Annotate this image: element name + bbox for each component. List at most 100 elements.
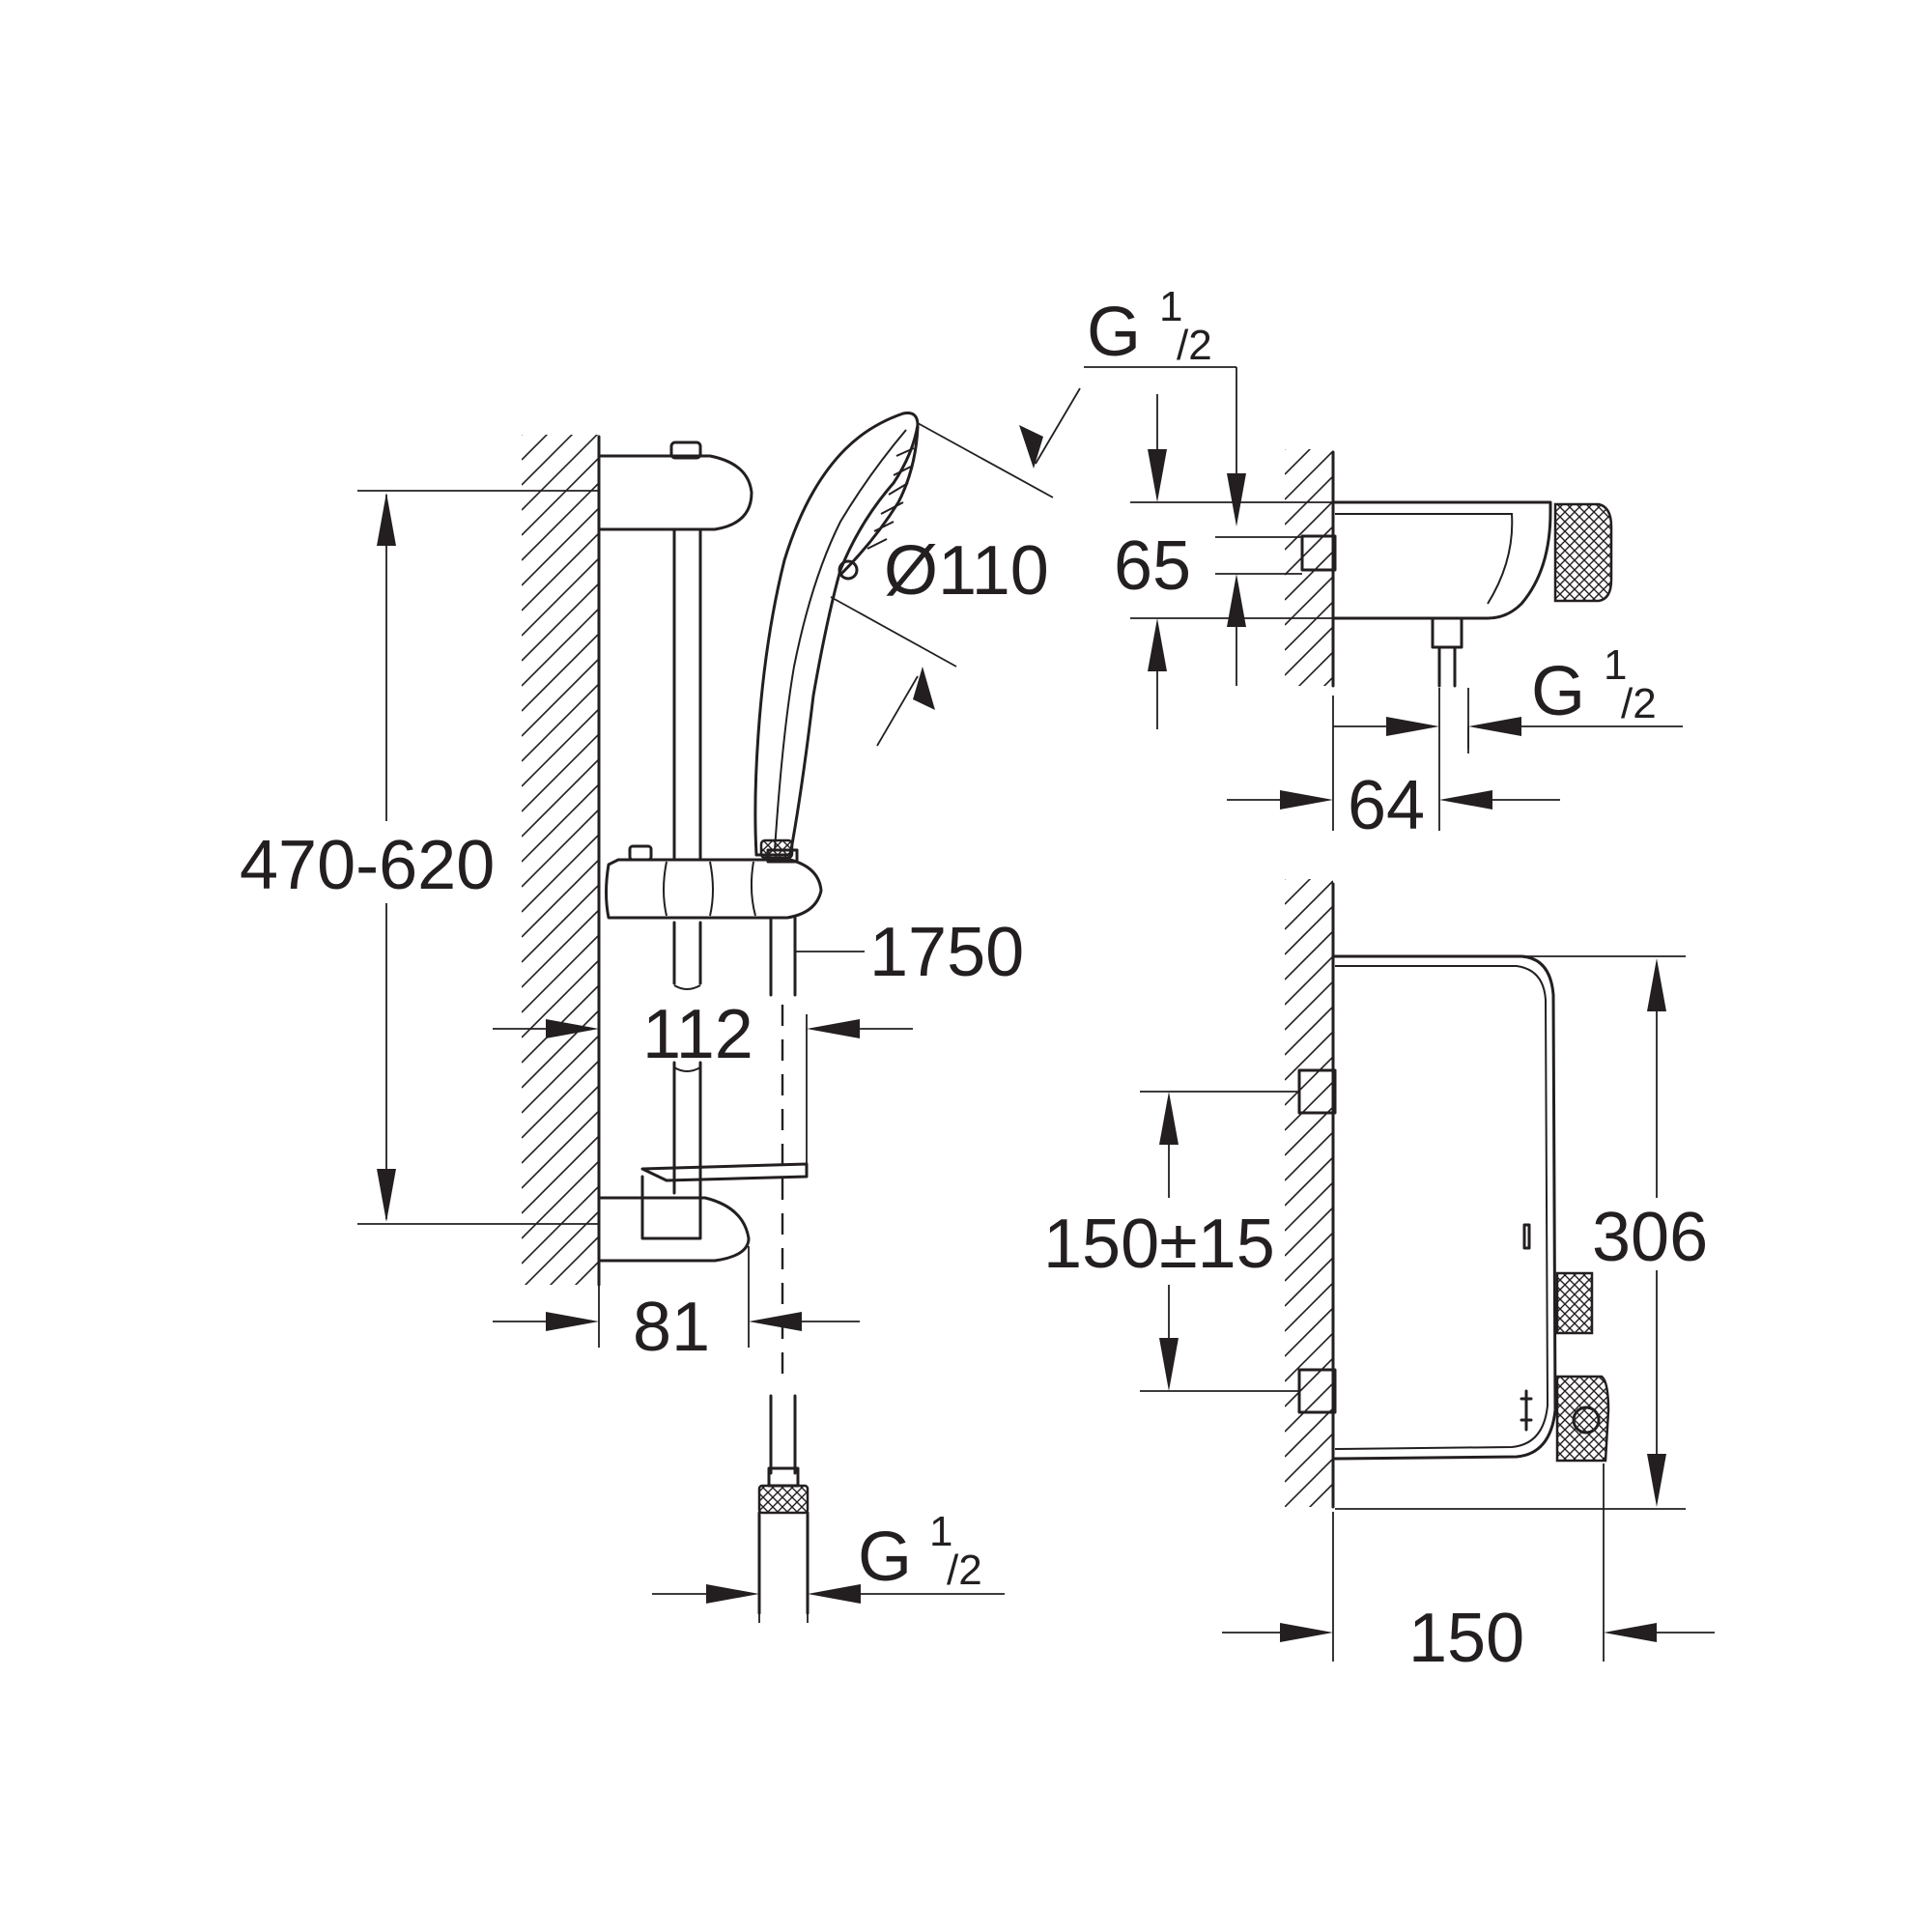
svg-text:/2: /2 — [1621, 680, 1657, 727]
hose-nut-knurl — [757, 1484, 810, 1515]
temperature-knob-hub — [1572, 1406, 1601, 1435]
thermostat-side-body — [1333, 500, 1552, 620]
safety-button — [1520, 1389, 1533, 1432]
hatch-line — [1285, 1006, 1333, 1056]
hatch-line — [522, 859, 599, 938]
hatch-line — [1285, 1407, 1333, 1458]
svg-text:1: 1 — [1159, 283, 1182, 330]
hatch-line — [1285, 880, 1333, 930]
label-thread-outlet: G 1 /2 — [1531, 641, 1657, 730]
hatch-line — [522, 733, 599, 812]
thermostat-side-knob — [1553, 502, 1613, 603]
hatch-line — [522, 457, 599, 536]
hatch-line — [522, 557, 599, 637]
hatch-line — [1285, 980, 1333, 1031]
hatch-line — [522, 532, 599, 611]
label-hose-length: 1750 — [869, 914, 1024, 991]
wall-hatching-left — [522, 435, 599, 1285]
hatch-line — [1285, 1282, 1333, 1332]
hatch-line — [574, 1261, 599, 1285]
hatch-line — [1285, 1332, 1333, 1382]
hatch-line — [522, 758, 599, 838]
inlet-lower — [1297, 1368, 1337, 1414]
hatch-line — [1285, 449, 1312, 475]
hatch-line — [1285, 1131, 1333, 1181]
hatch-line — [1285, 500, 1333, 551]
thermostat-front-body — [1333, 954, 1557, 1461]
hatch-line — [522, 435, 574, 486]
label-holder-projection: 112 — [642, 996, 753, 1073]
hatch-line — [1285, 1207, 1333, 1257]
svg-text:/2: /2 — [947, 1547, 982, 1594]
hatch-line — [522, 1185, 599, 1264]
hatch-line — [1285, 601, 1333, 651]
svg-text:/2: /2 — [1177, 322, 1212, 369]
thermostat-front-indicator — [1522, 1223, 1531, 1250]
hatch-line — [522, 435, 524, 436]
flow-knob — [1555, 1271, 1594, 1335]
hatch-line — [1285, 1232, 1333, 1282]
hatch-line — [522, 909, 599, 988]
lower-bracket-holder — [640, 1175, 702, 1240]
rail-bottom-bracket — [599, 1196, 751, 1263]
slider-ribs — [663, 861, 756, 917]
wall-hatching-top-right — [1285, 449, 1333, 686]
hatch-line — [1285, 1257, 1333, 1307]
top-bracket-screw — [669, 440, 702, 460]
hand-shower-grip-knurl — [759, 838, 794, 860]
hatch-line — [522, 884, 599, 963]
thermostat-front-contour — [1334, 965, 1549, 1450]
hatch-line — [1285, 1181, 1333, 1232]
hatch-line — [1285, 1056, 1333, 1106]
hatch-line — [522, 1135, 599, 1214]
hatch-line — [522, 658, 599, 737]
label-thread-inlet: G 1 /2 — [1087, 283, 1212, 371]
thermostat-outlet — [1431, 616, 1463, 688]
rail-rod-lower — [672, 1061, 702, 1195]
hatch-line — [1285, 905, 1333, 955]
svg-text:G: G — [1531, 653, 1585, 730]
label-head-diameter: Ø110 — [884, 532, 1049, 610]
hatch-line — [522, 934, 599, 1013]
temperature-knob — [1555, 1375, 1610, 1463]
hatch-line — [522, 809, 599, 888]
label-body-depth: 150 — [1408, 1600, 1524, 1677]
slider-holder — [605, 858, 823, 920]
rail-rod-mid — [672, 921, 702, 985]
hatch-line — [522, 1085, 599, 1164]
label-rail-height: 470-620 — [240, 827, 495, 904]
soap-dish — [640, 1162, 809, 1182]
hatch-line — [522, 608, 599, 687]
hand-shower-face — [838, 425, 920, 577]
hatch-line — [522, 1035, 599, 1114]
hatch-line — [1285, 1156, 1333, 1207]
hatch-line — [1285, 551, 1333, 601]
thermostat-front-view — [1285, 879, 1610, 1509]
hatch-line — [549, 1236, 599, 1285]
label-inlet-spacing: 150±15 — [1043, 1206, 1275, 1283]
hatch-line — [522, 783, 599, 863]
hatch-line — [1297, 651, 1333, 686]
label-body-height: 306 — [1592, 1199, 1708, 1276]
hatch-line — [1285, 1307, 1333, 1357]
hatch-line — [1285, 449, 1287, 450]
label-thread-hose: G 1 /2 — [858, 1508, 982, 1596]
wall-hatching-bottom-right — [1285, 879, 1333, 1507]
hatch-line — [1285, 475, 1333, 526]
hatch-line — [522, 1060, 599, 1139]
hatch-line — [522, 482, 599, 561]
hose-upper — [769, 916, 797, 997]
rail-top-bracket — [599, 454, 753, 531]
hatch-line — [522, 959, 599, 1038]
hatch-line — [1285, 526, 1333, 576]
thermostat-side-contour — [1335, 513, 1514, 605]
hose-lower — [769, 1394, 797, 1475]
shower-rail-view — [522, 412, 920, 1615]
rail-break-mark — [673, 984, 701, 1072]
hatch-line — [1285, 1433, 1333, 1483]
wall-inlet-stub — [1300, 534, 1337, 572]
hatch-line — [522, 507, 599, 586]
svg-text:1: 1 — [1604, 641, 1627, 689]
thermostat-side-view — [1285, 449, 1613, 688]
slider-button — [628, 844, 653, 862]
